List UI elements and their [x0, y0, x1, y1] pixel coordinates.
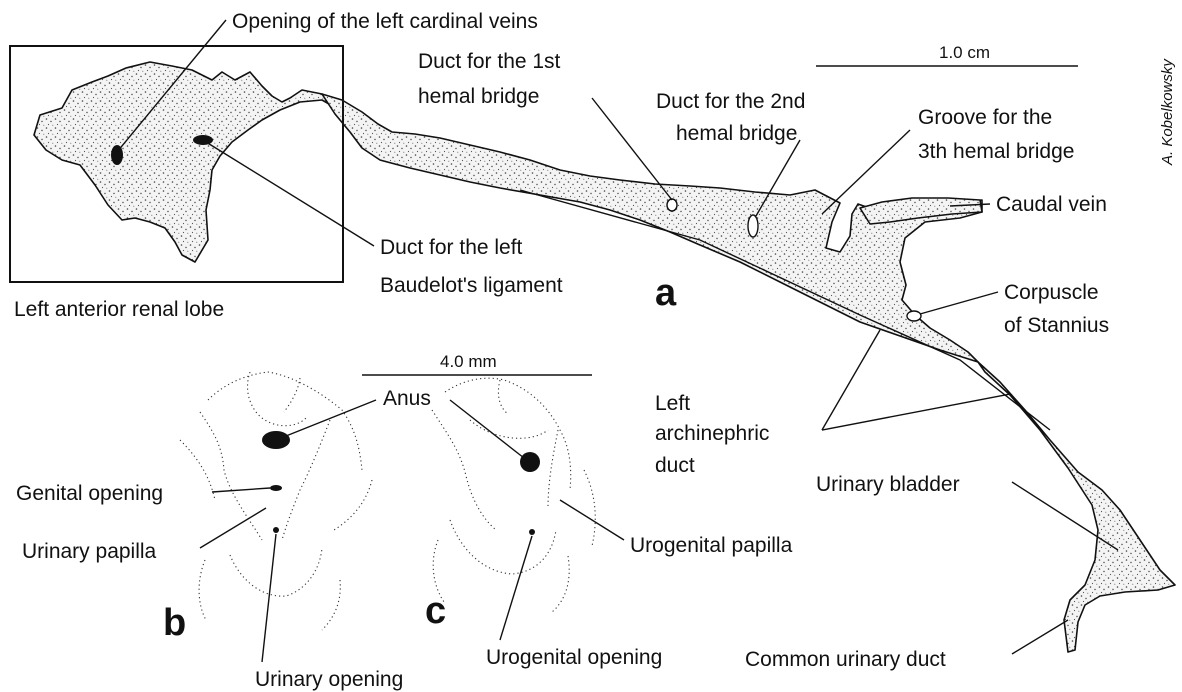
author-credit: A. Kobelkowsky: [1159, 58, 1176, 166]
label-urogenital-papilla: Urogenital papilla: [630, 534, 793, 557]
duct-1st-hemal-bridge-mark: [667, 199, 677, 211]
anus-mark-b: [262, 431, 290, 449]
label-groove-3th-l2: 3th hemal bridge: [918, 140, 1074, 163]
label-urinary-opening: Urinary opening: [255, 668, 403, 691]
genital-opening-mark: [270, 485, 282, 491]
leader-urogenital-opening: [500, 536, 532, 640]
duct-2nd-hemal-bridge-mark: [748, 215, 758, 237]
label-anterior-renal-lobe: Left anterior renal lobe: [14, 298, 224, 321]
leader-stannius: [920, 292, 998, 314]
leader-urogenital-papilla: [560, 500, 624, 540]
leader-archinephric-2: [822, 394, 1010, 430]
urinary-bladder-shape: [978, 362, 1175, 652]
label-urinary-bladder: Urinary bladder: [816, 473, 960, 496]
label-archinephric-l3: duct: [655, 454, 695, 477]
label-baudelot-l2: Baudelot's ligament: [380, 274, 563, 297]
label-anus: Anus: [383, 387, 431, 410]
label-opening-cardinal-veins: Opening of the left cardinal veins: [232, 10, 538, 33]
baudelot-duct-mark: [193, 135, 213, 145]
label-stannius-l1: Corpuscle: [1004, 281, 1099, 304]
label-duct-2nd-l2: hemal bridge: [676, 122, 797, 145]
label-caudal-vein: Caudal vein: [996, 193, 1107, 216]
panel-label-b: b: [163, 602, 186, 644]
left-anterior-renal-lobe: [34, 62, 336, 262]
scale-label-a: 1.0 cm: [939, 43, 990, 62]
panel-b-illustration: [180, 372, 372, 630]
label-common-urinary-duct: Common urinary duct: [745, 648, 946, 671]
label-archinephric-l1: Left: [655, 392, 690, 415]
panel-label-a: a: [655, 272, 677, 314]
label-duct-2nd-l1: Duct for the 2nd: [656, 90, 805, 113]
label-groove-3th-l1: Groove for the: [918, 106, 1052, 129]
leader-urinary-opening: [262, 534, 276, 662]
leader-archinephric-1: [822, 330, 880, 430]
label-duct-1st-l2: hemal bridge: [418, 85, 539, 108]
urogenital-opening-mark: [529, 529, 535, 535]
label-urinary-papilla: Urinary papilla: [22, 540, 157, 563]
leader-urinary-papilla: [200, 508, 266, 548]
anus-mark-c: [520, 452, 540, 472]
leader-genital-opening: [212, 488, 270, 492]
leader-anus-c: [450, 400, 524, 458]
label-genital-opening: Genital opening: [16, 482, 163, 505]
scale-label-bc: 4.0 mm: [440, 352, 497, 371]
label-duct-1st-l1: Duct for the 1st: [418, 50, 561, 73]
label-archinephric-l2: archinephric: [655, 422, 769, 445]
label-stannius-l2: of Stannius: [1004, 314, 1109, 337]
label-baudelot-l1: Duct for the left: [380, 236, 523, 259]
leader-common-urinary-duct: [1012, 620, 1068, 654]
urinary-opening-mark-b: [273, 527, 279, 533]
corpuscle-of-stannius-mark: [907, 311, 921, 321]
label-urogenital-opening: Urogenital opening: [486, 646, 662, 669]
kidney-duct-region: [322, 94, 982, 362]
leader-baudelot: [206, 142, 374, 246]
leader-anus-b: [286, 400, 376, 436]
panel-c-illustration: [432, 378, 595, 612]
panel-label-c: c: [425, 590, 446, 632]
